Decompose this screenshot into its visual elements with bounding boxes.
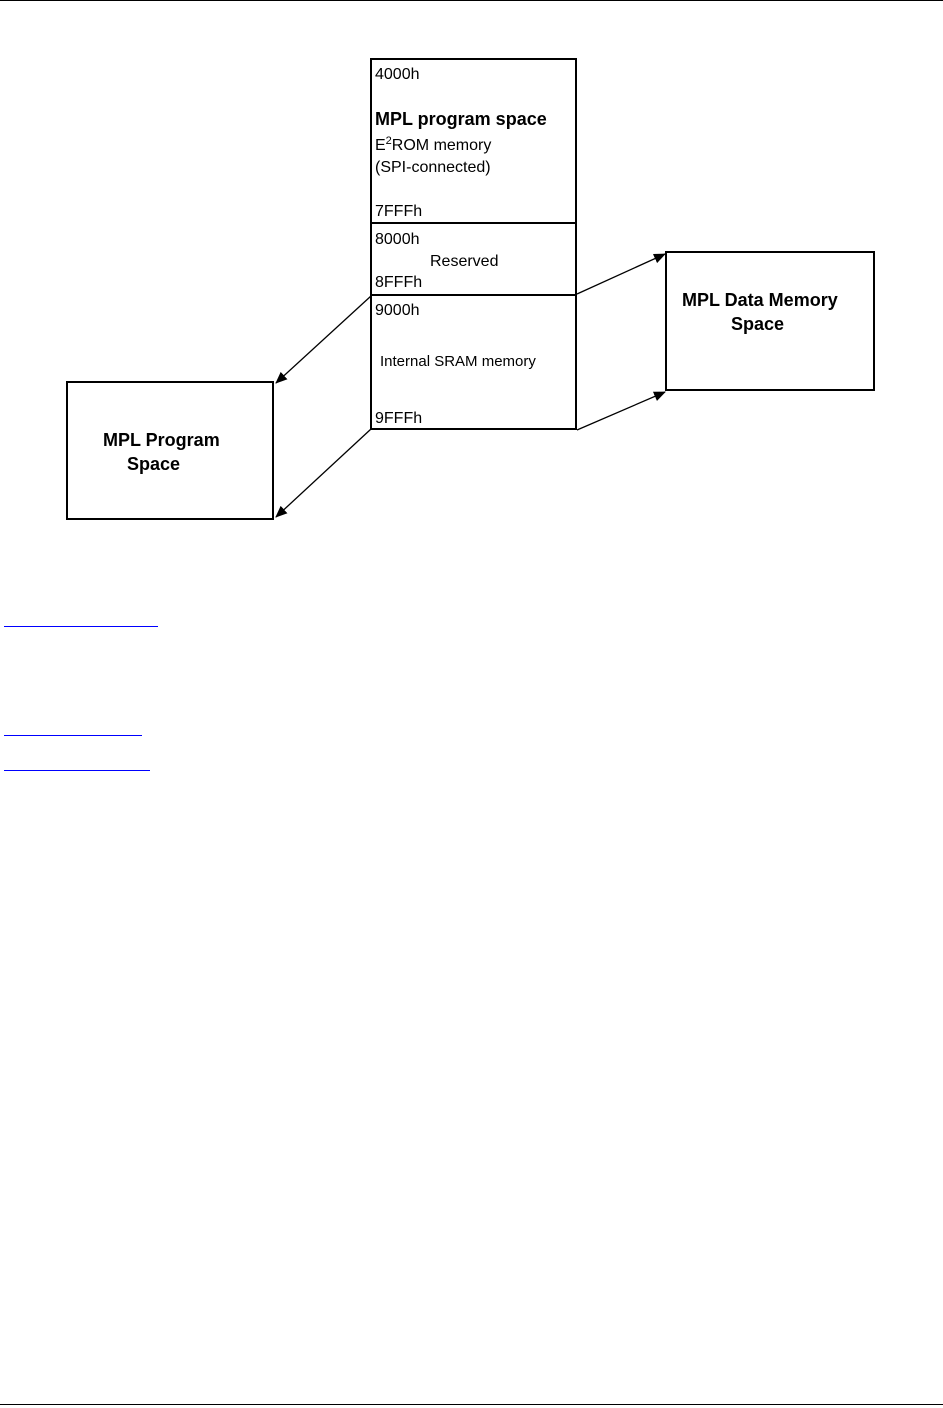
- program-segment-connection: (SPI-connected): [375, 159, 491, 176]
- data-space-box: [665, 251, 875, 391]
- data-space-label-line1: MPL Data Memory: [682, 290, 838, 310]
- sram-end-address: 9FFFh: [375, 410, 422, 427]
- program-segment-memory-type: E2ROM memory: [375, 135, 491, 154]
- program-space-box: [66, 381, 274, 520]
- sram-label: Internal SRAM memory: [380, 353, 536, 370]
- header-rule: [0, 0, 943, 1]
- sram-to-data-arrow-top: [576, 253, 666, 295]
- program-space-label-line2: Space: [127, 454, 180, 474]
- program-end-address: 7FFFh: [375, 203, 422, 220]
- related-link-2[interactable]: [4, 735, 142, 736]
- related-link-3[interactable]: [4, 770, 150, 771]
- sram-start-address: 9000h: [375, 302, 420, 319]
- memory-map-column: [370, 58, 577, 430]
- data-space-label-line2: Space: [731, 314, 784, 334]
- sram-to-data-arrow-bottom: [576, 391, 666, 431]
- reserved-end-address: 8FFFh: [375, 274, 422, 291]
- sram-to-program-arrow-bottom: [275, 428, 372, 518]
- reserved-start-address: 8000h: [375, 231, 420, 248]
- reserved-label: Reserved: [430, 253, 498, 270]
- footer-rule: [0, 1404, 943, 1405]
- program-segment-title: MPL program space: [375, 109, 547, 129]
- memory-map-diagram: 4000h MPL program space E2ROM memory (SP…: [66, 58, 875, 520]
- sram-to-program-arrow-top: [275, 295, 372, 384]
- program-start-address: 4000h: [375, 66, 420, 83]
- program-space-label-line1: MPL Program: [103, 430, 220, 450]
- related-link-1[interactable]: [4, 626, 158, 627]
